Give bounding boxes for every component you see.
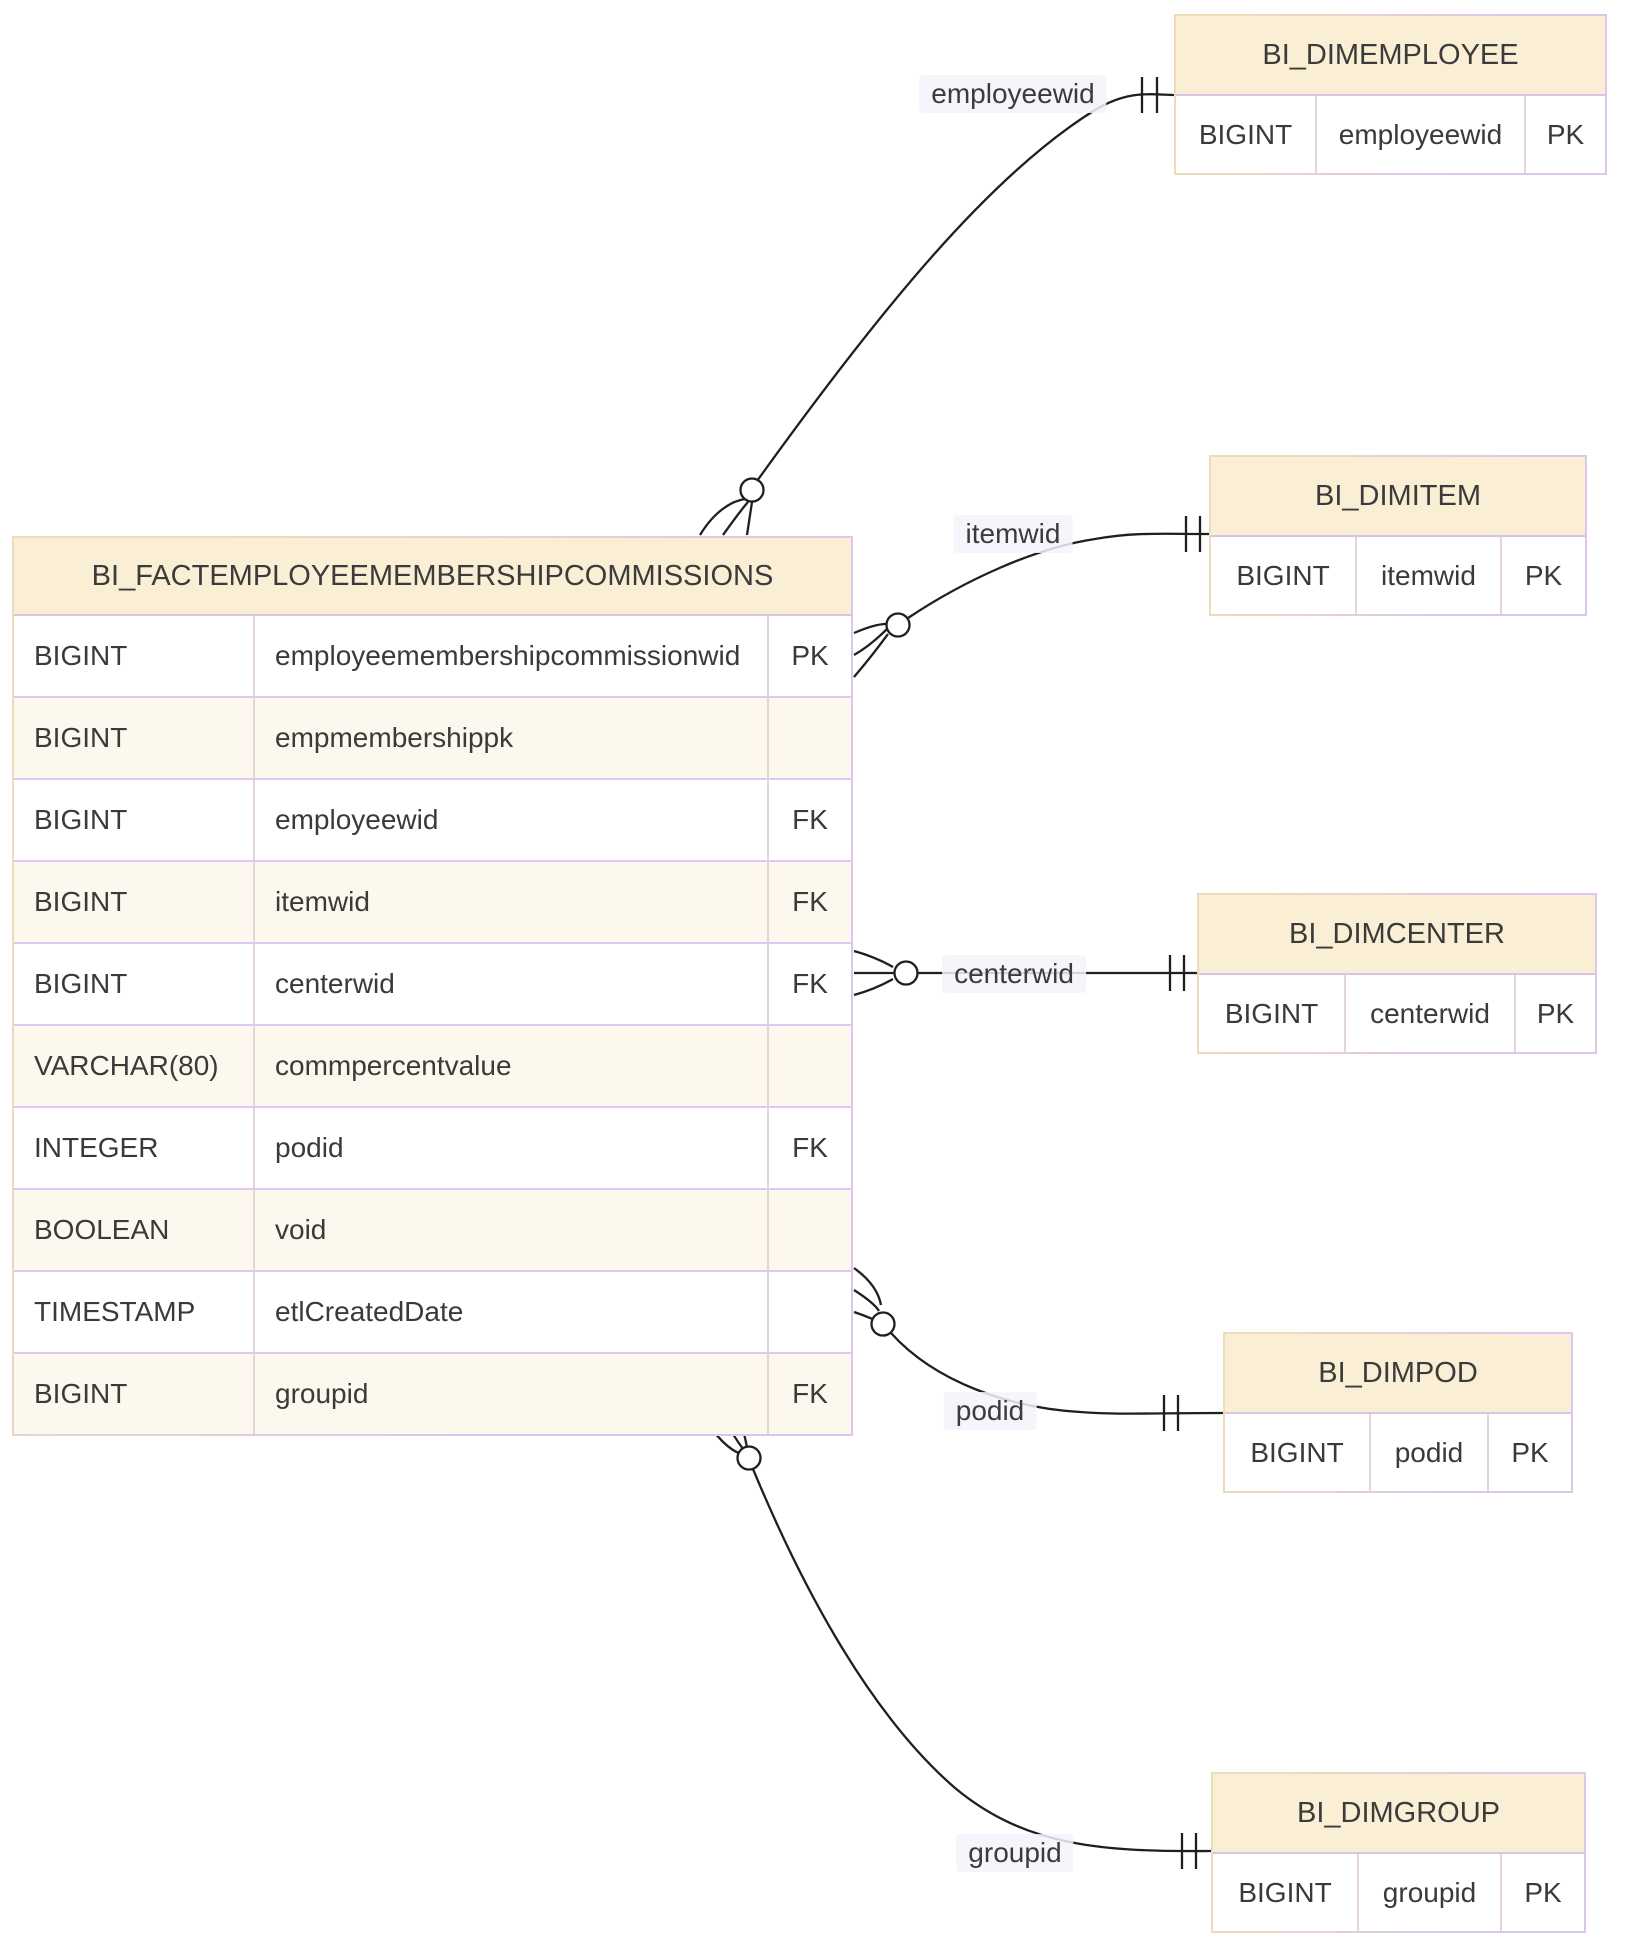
column-type: INTEGER xyxy=(34,1132,159,1163)
column-key: FK xyxy=(767,862,851,942)
relationship-line-podid xyxy=(890,1332,1225,1415)
table-header: BI_DIMGROUP xyxy=(1213,1774,1584,1854)
connector-itemwid xyxy=(853,516,1211,678)
table-row: BOOLEAN void xyxy=(14,1188,851,1270)
one-ticks-podid xyxy=(1162,1395,1180,1431)
column-key: PK xyxy=(1500,537,1585,614)
table-header: BI_FACTEMPLOYEEMEMBERSHIPCOMMISSIONS xyxy=(14,538,851,616)
column-name: employeewid xyxy=(1315,96,1524,173)
column-name: podid xyxy=(253,1108,767,1188)
column-type: BIGINT xyxy=(1236,559,1330,591)
column-key: FK xyxy=(767,780,851,860)
one-ticks-groupid xyxy=(1180,1833,1198,1869)
table-row: INTEGER podid FK xyxy=(14,1106,851,1188)
column-name: employeewid xyxy=(253,780,767,860)
column-type: VARCHAR(80) xyxy=(34,1050,219,1081)
table-header: BI_DIMCENTER xyxy=(1199,895,1595,975)
connector-podid xyxy=(853,1267,1225,1431)
crow-foot-centerwid xyxy=(853,949,894,997)
column-key xyxy=(767,1272,851,1352)
table-row: BIGINT employeewid PK xyxy=(1176,96,1605,173)
column-name: itemwid xyxy=(253,862,767,942)
table-header: BI_DIMITEM xyxy=(1211,457,1585,537)
column-key xyxy=(767,1026,851,1106)
relationship-label-groupid[interactable]: groupid xyxy=(956,1834,1074,1872)
table-row: BIGINT employeewid FK xyxy=(14,778,851,860)
relationship-label-itemwid[interactable]: itemwid xyxy=(953,515,1073,553)
relationship-line-itemwid xyxy=(907,532,1211,619)
table-header: BI_DIMEMPLOYEE xyxy=(1176,16,1605,96)
column-key: PK xyxy=(1524,96,1605,173)
column-type: BIGINT xyxy=(34,886,128,917)
table-row: BIGINT centerwid PK xyxy=(1199,975,1595,1052)
column-name: empmembershippk xyxy=(253,698,767,778)
column-type: BOOLEAN xyxy=(34,1214,170,1245)
table-bi-dimpod[interactable]: BI_DIMPOD BIGINT podid PK xyxy=(1223,1332,1573,1493)
one-ticks-itemwid xyxy=(1184,516,1202,552)
column-name: employeemembershipcommissionwid xyxy=(253,616,767,696)
column-key: FK xyxy=(767,1108,851,1188)
column-name: centerwid xyxy=(253,944,767,1024)
table-row: VARCHAR(80) commpercentvalue xyxy=(14,1024,851,1106)
column-type: TIMESTAMP xyxy=(34,1296,196,1327)
column-name: groupid xyxy=(1357,1854,1500,1931)
zero-circle-groupid xyxy=(736,1445,762,1471)
relationship-line-employeewid xyxy=(756,93,1177,482)
column-name: etlCreatedDate xyxy=(253,1272,767,1352)
zero-circle-centerwid xyxy=(893,960,919,986)
table-row: BIGINT itemwid PK xyxy=(1211,537,1585,614)
table-row: BIGINT groupid FK xyxy=(14,1352,851,1434)
table-row: BIGINT itemwid FK xyxy=(14,860,851,942)
table-bi-dimgroup[interactable]: BI_DIMGROUP BIGINT groupid PK xyxy=(1211,1772,1586,1933)
crow-foot-employeewid xyxy=(699,497,754,536)
table-bi-dimitem[interactable]: BI_DIMITEM BIGINT itemwid PK xyxy=(1209,455,1587,616)
zero-circle-itemwid xyxy=(885,612,911,638)
table-row: BIGINT groupid PK xyxy=(1213,1854,1584,1931)
table-row: BIGINT empmembershippk xyxy=(14,696,851,778)
relationship-label-centerwid[interactable]: centerwid xyxy=(942,955,1086,993)
one-ticks-employeewid xyxy=(1140,77,1159,113)
crow-foot-itemwid xyxy=(853,622,889,678)
column-key: PK xyxy=(767,616,851,696)
table-row: BIGINT centerwid FK xyxy=(14,942,851,1024)
table-header: BI_DIMPOD xyxy=(1225,1334,1571,1414)
column-key: FK xyxy=(767,1354,851,1434)
column-name: groupid xyxy=(253,1354,767,1434)
column-key: FK xyxy=(767,944,851,1024)
column-type: BIGINT xyxy=(34,640,128,671)
column-name: void xyxy=(253,1190,767,1270)
zero-circle-podid xyxy=(870,1311,896,1337)
table-row: TIMESTAMP etlCreatedDate xyxy=(14,1270,851,1352)
table-bi-dimcenter[interactable]: BI_DIMCENTER BIGINT centerwid PK xyxy=(1197,893,1597,1054)
column-key: PK xyxy=(1514,975,1595,1052)
one-ticks-centerwid xyxy=(1168,955,1186,991)
column-name: podid xyxy=(1369,1414,1487,1491)
column-key: PK xyxy=(1487,1414,1571,1491)
column-name: itemwid xyxy=(1355,537,1500,614)
relationship-label-podid[interactable]: podid xyxy=(943,1392,1037,1430)
column-name: centerwid xyxy=(1344,975,1514,1052)
column-name: commpercentvalue xyxy=(253,1026,767,1106)
column-type: BIGINT xyxy=(1224,997,1319,1029)
column-type: BIGINT xyxy=(34,1378,128,1409)
column-key: PK xyxy=(1500,1854,1584,1931)
column-type: BIGINT xyxy=(34,722,128,753)
table-row: BIGINT podid PK xyxy=(1225,1414,1571,1491)
connector-employeewid xyxy=(699,77,1177,536)
column-type: BIGINT xyxy=(1198,118,1293,150)
relationship-label-employeewid[interactable]: employeewid xyxy=(919,75,1107,113)
table-bi-dimemployee[interactable]: BI_DIMEMPLOYEE BIGINT employeewid PK xyxy=(1174,14,1607,175)
column-type: BIGINT xyxy=(1238,1876,1332,1908)
zero-circle-employeewid xyxy=(739,477,765,503)
table-bi-factemployeemembershipcommissions[interactable]: BI_FACTEMPLOYEEMEMBERSHIPCOMMISSIONS BIG… xyxy=(12,536,853,1436)
crow-foot-podid xyxy=(853,1267,883,1322)
table-row: BIGINT employeemembershipcommissionwid P… xyxy=(14,616,851,696)
column-key xyxy=(767,1190,851,1270)
connector-groupid xyxy=(701,1414,1213,1869)
column-type: BIGINT xyxy=(34,968,128,999)
relationship-line-groupid xyxy=(751,1468,1213,1853)
column-type: BIGINT xyxy=(34,804,128,835)
column-type: BIGINT xyxy=(1250,1436,1344,1468)
column-key xyxy=(767,698,851,778)
